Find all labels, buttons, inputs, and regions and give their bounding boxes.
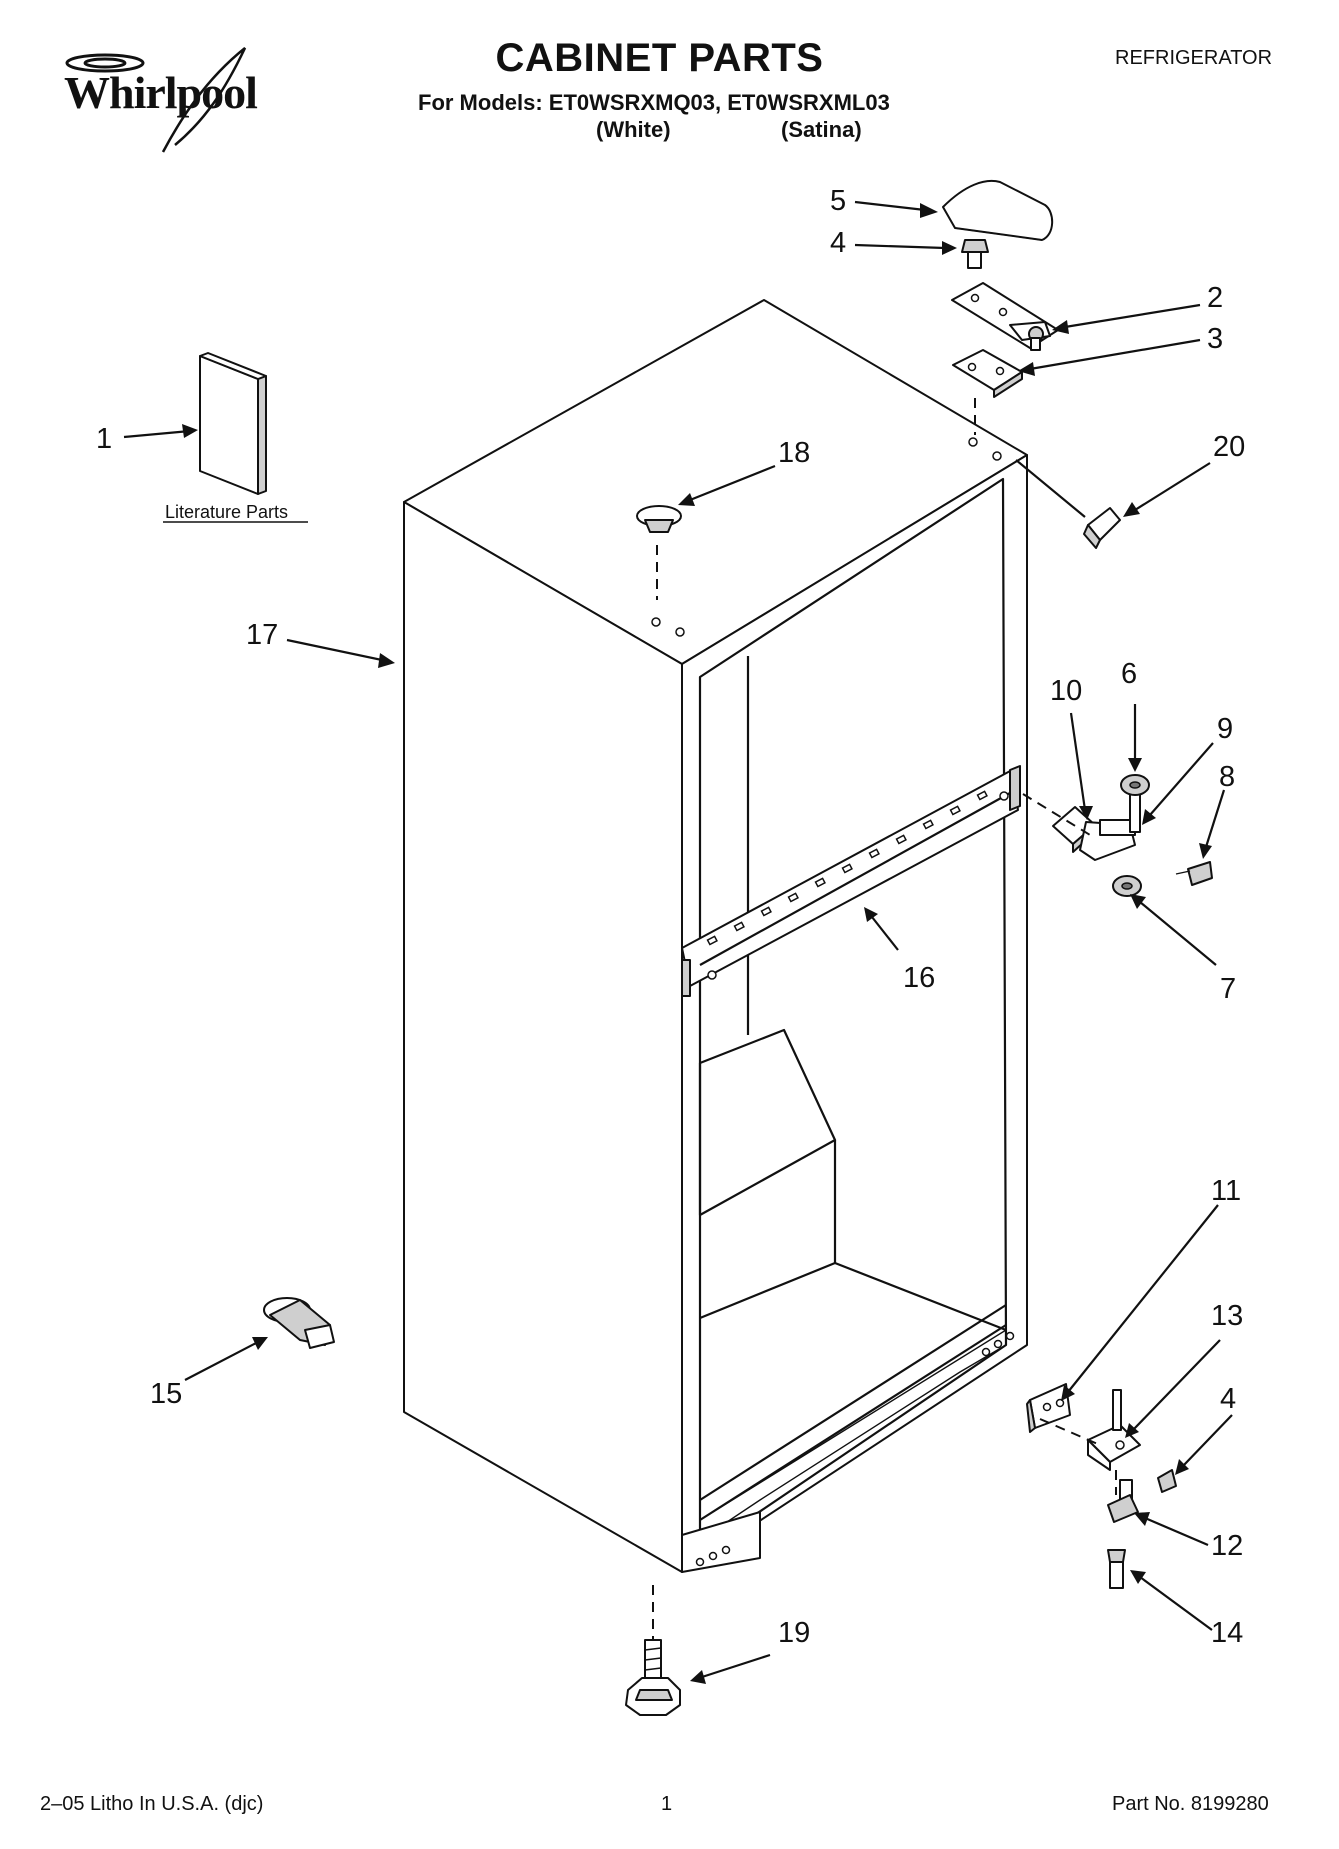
callout-11: 11 <box>1211 1175 1241 1207</box>
callout-5: 5 <box>830 185 846 217</box>
cabinet-body <box>403 299 1028 1573</box>
divider-rail <box>681 765 1021 997</box>
callout-13: 13 <box>1211 1300 1243 1332</box>
callout-10: 10 <box>1050 675 1082 707</box>
callout-19: 19 <box>778 1617 810 1649</box>
callout-12: 12 <box>1211 1530 1243 1562</box>
callout-6: 6 <box>1121 658 1137 690</box>
top-hinge-cover <box>942 180 1054 241</box>
rail-slots <box>706 790 1009 980</box>
literature-booklet <box>199 352 267 495</box>
callout-9: 9 <box>1217 713 1233 745</box>
wire-clip <box>263 1297 335 1349</box>
leader-lines <box>123 200 1233 1684</box>
bottom-hinge-assembly <box>1026 1383 1177 1589</box>
top-clip <box>1083 507 1121 549</box>
callout-2: 2 <box>1207 282 1223 314</box>
callout-14: 14 <box>1211 1617 1243 1649</box>
variant-white: (White) <box>596 117 671 142</box>
callout-1: 1 <box>96 423 112 455</box>
models-line: For Models: ET0WSRXMQ03, ET0WSRXML03 <box>418 90 890 115</box>
whirlpool-logo <box>65 47 247 153</box>
variant-satina: (Satina) <box>781 117 862 142</box>
category-label: REFRIGERATOR <box>1115 47 1273 69</box>
callout-16: 16 <box>903 962 935 994</box>
callout-15: 15 <box>150 1378 182 1410</box>
top-hinge-screw <box>961 239 989 269</box>
top-hinge-shim <box>952 349 1023 398</box>
callout-4-top: 4 <box>830 227 846 259</box>
callout-17: 17 <box>246 619 278 651</box>
top-plug <box>636 505 682 533</box>
callout-3: 3 <box>1207 323 1223 355</box>
callout-4-bottom: 4 <box>1220 1383 1236 1415</box>
callout-18: 18 <box>778 437 810 469</box>
top-hinge <box>951 282 1059 351</box>
footer-litho: 2–05 Litho In U.S.A. (djc) <box>40 1793 264 1815</box>
leveling-leg <box>625 1585 681 1716</box>
literature-parts-label: Literature Parts <box>165 502 288 522</box>
callout-7: 7 <box>1220 973 1236 1005</box>
page-title: CABINET PARTS <box>495 36 824 80</box>
footer-page-number: 1 <box>661 1793 673 1815</box>
footer-part-number: Part No. 8199280 <box>1112 1793 1269 1815</box>
center-hinge-assembly <box>1052 774 1213 897</box>
callout-8: 8 <box>1219 761 1235 793</box>
callout-20: 20 <box>1213 431 1245 463</box>
brand-wordmark: Whirlpool <box>64 67 258 118</box>
